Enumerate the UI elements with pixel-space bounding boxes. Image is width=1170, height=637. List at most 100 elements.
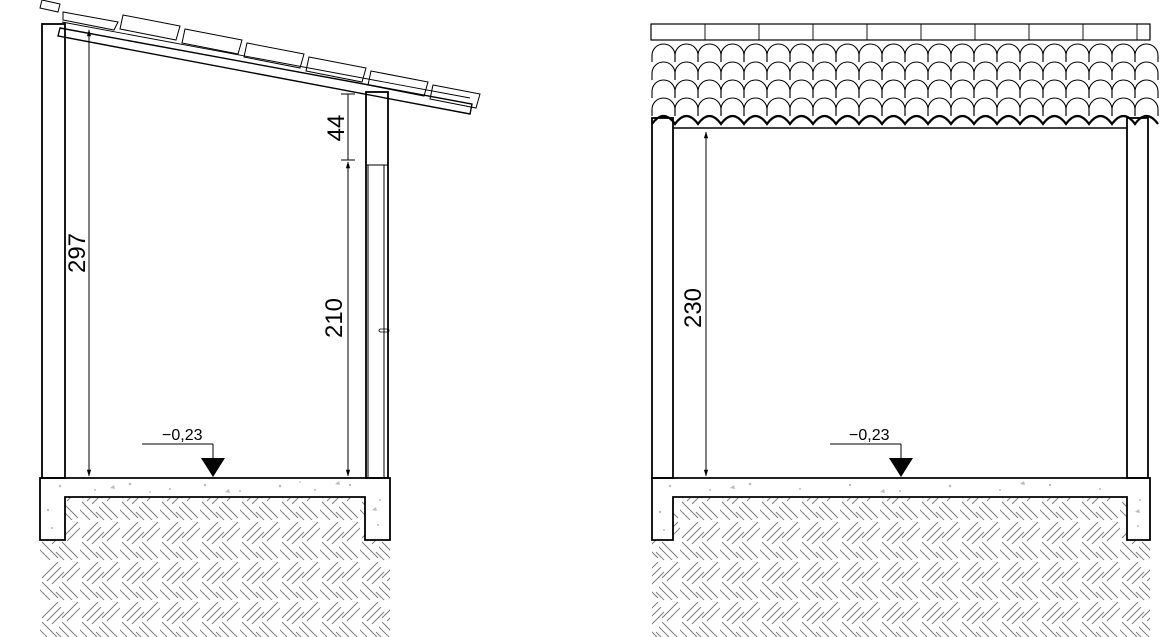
foundation-slab-left: [39, 477, 391, 541]
roof-tile: [1111, 97, 1136, 116]
roof-tile: [789, 43, 814, 62]
roof-tile: [881, 61, 906, 80]
roof-rafter-left: [57, 27, 473, 115]
roof-tile: [743, 43, 768, 62]
roof-tile: [1042, 43, 1067, 62]
roof-eave-scallops: [651, 114, 1159, 126]
roof-tile: [1088, 43, 1113, 62]
roof-tile: [1019, 43, 1044, 62]
roof-tile: [1134, 43, 1159, 62]
roof-tile: [720, 43, 745, 62]
roof-tile: [1088, 97, 1113, 116]
roof-tile: [697, 97, 722, 116]
wall-right-section-left: [365, 91, 389, 479]
roof-tile: [651, 79, 676, 98]
roof-tile: [789, 61, 814, 80]
roof-tile: [1088, 61, 1113, 80]
roof-tile: [812, 61, 837, 80]
roof-tile: [904, 97, 929, 116]
roof-tile: [973, 61, 998, 80]
roof-tile: [1019, 97, 1044, 116]
roof-tile: [812, 43, 837, 62]
slab-aggregate-right: [658, 481, 1141, 531]
roof-tile: [835, 43, 860, 62]
roof-tile: [812, 97, 837, 116]
roof-tile: [927, 61, 952, 80]
roof-tile: [1042, 97, 1067, 116]
slab-aggregate-left: [46, 481, 381, 529]
roof-tile: [1111, 61, 1136, 80]
roof-tile: [927, 79, 952, 98]
roof-tile: [927, 43, 952, 62]
roof-tile: [835, 97, 860, 116]
roof-tile: [1134, 79, 1159, 98]
soil-hatch-right: [652, 497, 1150, 637]
roof-tile: [950, 61, 975, 80]
roof-tile: [996, 43, 1021, 62]
roof-tile: [812, 79, 837, 98]
roof-tile: [996, 79, 1021, 98]
roof-tile: [973, 79, 998, 98]
roof-tile: [950, 43, 975, 62]
dim-label-297: 297: [64, 233, 91, 273]
roof-tile: [904, 61, 929, 80]
roof-tile: [651, 43, 676, 62]
level-triangle-right: [889, 458, 913, 477]
roof-tile: [881, 43, 906, 62]
roof-tile: [1019, 79, 1044, 98]
roof-tile: [1111, 43, 1136, 62]
roof-tile: [904, 43, 929, 62]
post-left-section-right: [651, 117, 674, 479]
roof-tile: [973, 97, 998, 116]
roof-tile: [1065, 61, 1090, 80]
roof-tile: [881, 79, 906, 98]
roof-tile: [1042, 79, 1067, 98]
roof-tile: [1042, 61, 1067, 80]
roof-tile: [835, 79, 860, 98]
dim-label-210: 210: [321, 298, 348, 338]
roof-tile: [674, 43, 699, 62]
roof-tile: [789, 97, 814, 116]
roof-tile: [858, 61, 883, 80]
roof-tile: [858, 43, 883, 62]
roof-tile: [674, 97, 699, 116]
roof-tile: [1065, 97, 1090, 116]
soil-hatch-left: [40, 497, 390, 637]
roof-tile: [674, 61, 699, 80]
level-label-right: −0,23: [849, 427, 890, 444]
roof-tile: [950, 97, 975, 116]
section-right: 230 −0,23: [650, 23, 1159, 637]
roof-tile: [720, 97, 745, 116]
roof-tile: [743, 97, 768, 116]
roof-tile: [743, 61, 768, 80]
roof-tiles-left: [39, 0, 481, 109]
roof-tile: [858, 79, 883, 98]
post-right-section-right: [1126, 117, 1149, 479]
roof-tile: [1088, 79, 1113, 98]
roof-tile: [858, 97, 883, 116]
roof-tile: [697, 79, 722, 98]
roof-tile: [927, 97, 952, 116]
roof-tiles-right: [650, 23, 1159, 126]
roof-tile: [881, 97, 906, 116]
door-handle: [378, 328, 390, 333]
roof-tile: [720, 61, 745, 80]
foundation-slab-right: [651, 477, 1151, 541]
roof-tile: [766, 79, 791, 98]
roof-tile: [950, 79, 975, 98]
post-left-section: [41, 23, 66, 479]
roof-tile: [789, 79, 814, 98]
roof-tile: [697, 61, 722, 80]
roof-tile: [1134, 61, 1159, 80]
section-left: 297 44 210 −0,23: [39, 0, 481, 637]
roof-tile: [720, 79, 745, 98]
roof-tile: [766, 43, 791, 62]
level-label-left: −0,23: [162, 427, 203, 444]
level-triangle-left: [201, 458, 225, 477]
roof-tile: [674, 79, 699, 98]
roof-tile: [1065, 79, 1090, 98]
roof-tile: [1111, 79, 1136, 98]
roof-tile: [743, 79, 768, 98]
roof-tile: [651, 97, 676, 116]
